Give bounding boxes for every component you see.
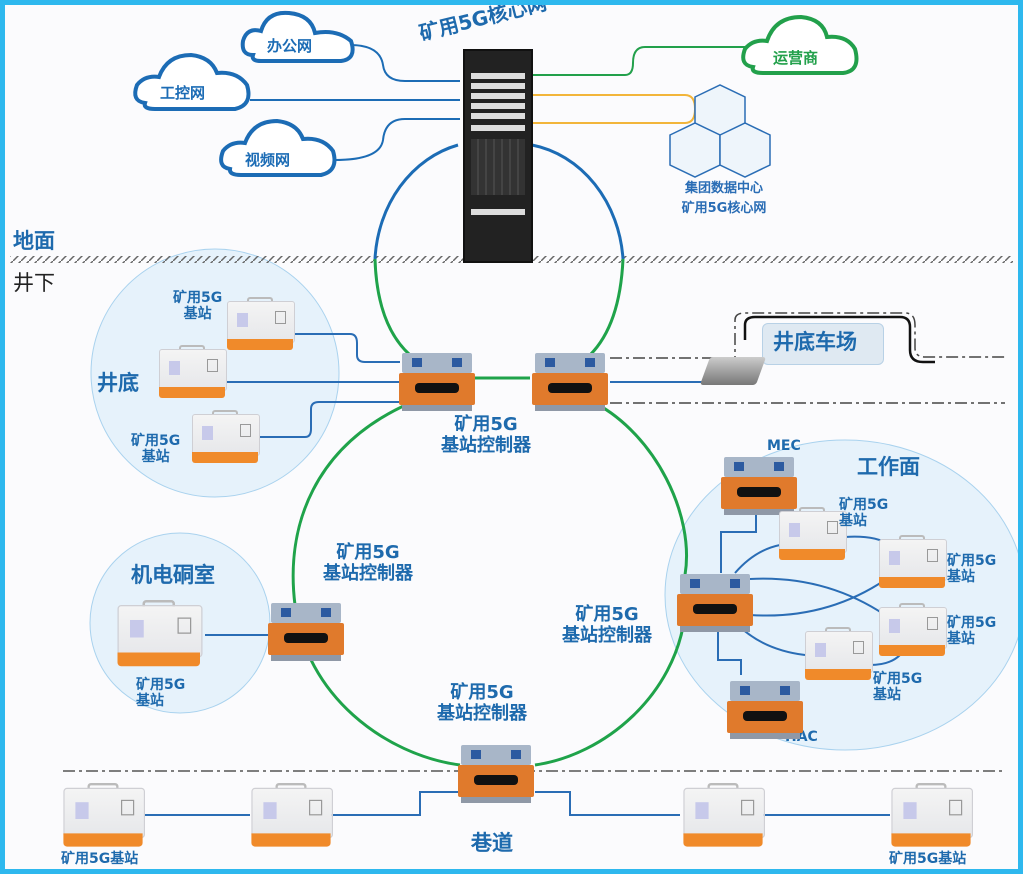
base-station-tunnel-4 [889, 783, 973, 853]
base-station-wf-3 [877, 603, 947, 661]
mec-server [721, 453, 797, 519]
core-ring-green-upper-left [373, 258, 412, 357]
cloud-video-label: 视频网 [245, 151, 291, 169]
link-video [334, 118, 460, 161]
link-wf-1 [734, 544, 781, 574]
link-tunnel-left [145, 791, 460, 816]
controller-top-left [399, 349, 475, 415]
access-ring-green-right [534, 401, 688, 767]
bs-label-wf-3: 矿用5G 基站 [947, 615, 997, 648]
depot-box [762, 323, 884, 365]
bs-label-sb-top: 矿用5G 基站 [173, 290, 223, 323]
controller-top-right [532, 349, 608, 415]
label-ground: 地面 [13, 229, 55, 253]
controller-wf-label: 矿用5G 基站控制器 [562, 604, 652, 646]
bs-label-wf-1: 矿用5G 基站 [839, 497, 889, 530]
link-tunnel-right [535, 791, 890, 816]
area-tunnel: 巷道 [471, 831, 513, 855]
data-center-line1: 集团数据中心 [684, 181, 763, 196]
bs-label-wf-2: 矿用5G 基站 [947, 553, 997, 586]
controller-tunnel [458, 741, 534, 807]
bs-label-tunnel-right: 矿用5G基站 [889, 851, 967, 867]
link-operator [532, 46, 750, 76]
link-mec [720, 510, 757, 573]
bs-label-tunnel-left: 矿用5G基站 [61, 851, 139, 867]
area-shaft-bottom: 井底 [97, 371, 139, 395]
base-station-sb-3 [190, 410, 260, 468]
data-center-line2: 矿用5G核心网 [681, 201, 767, 216]
depot-rail-upper [610, 312, 1005, 359]
zone-working-face [664, 439, 1018, 751]
base-station-sb-1 [225, 297, 295, 355]
base-station-sb-2 [157, 345, 227, 403]
link-wf-6 [869, 654, 901, 666]
controller-working-face [677, 570, 753, 636]
link-wf-3 [749, 579, 886, 617]
depot-label: 井底车场 [773, 330, 857, 354]
base-station-wf-2 [877, 535, 947, 593]
hac-server [727, 677, 803, 743]
mec-label: MEC [767, 438, 801, 454]
base-station-tunnel-2 [249, 783, 333, 853]
cloud-office-icon [240, 10, 355, 63]
core-ring-green-upper-right [588, 258, 625, 357]
link-sb-3 [260, 401, 400, 438]
controller-er-label: 矿用5G 基站控制器 [323, 542, 413, 584]
base-station-tunnel-1 [61, 783, 169, 862]
cloud-office-label: 办公网 [267, 37, 313, 55]
core-ring-blue-right [531, 143, 625, 260]
core-ring-blue [373, 143, 459, 260]
base-station-wf-4 [803, 627, 873, 685]
link-wf-2 [749, 577, 886, 616]
link-office [349, 44, 460, 82]
depot-rail-inner [743, 315, 935, 364]
area-electro-room: 机电硐室 [131, 563, 215, 587]
link-hac [717, 631, 742, 675]
cloud-industrial-icon [133, 52, 251, 111]
base-station-wf-1 [777, 507, 847, 565]
core-server-rack [463, 49, 533, 263]
cloud-operator-icon [741, 14, 859, 75]
bs-label-wf-4: 矿用5G 基站 [873, 671, 923, 704]
label-underground: 井下 [13, 271, 55, 295]
bs-label-er: 矿用5G 基站 [136, 677, 186, 710]
controller-electro-room [268, 599, 344, 665]
cloud-video-icon [219, 118, 337, 177]
data-center-icon [669, 84, 771, 178]
link-sb-1 [295, 333, 400, 363]
cloud-industrial-label: 工控网 [160, 84, 206, 102]
base-station-er [115, 600, 230, 688]
area-working-face: 工作面 [857, 455, 920, 479]
diagram-lines [10, 10, 1018, 816]
bs-label-sb-bottom: 矿用5G 基站 [131, 433, 181, 466]
controller-tunnel-label: 矿用5G 基站控制器 [437, 682, 527, 724]
link-datacenter [532, 94, 697, 124]
controller-top-label: 矿用5G 基站控制器 [441, 414, 531, 456]
base-station-tunnel-3 [681, 783, 765, 853]
mine-cart-icon [699, 357, 767, 385]
cloud-operator-label: 运营商 [773, 49, 819, 67]
